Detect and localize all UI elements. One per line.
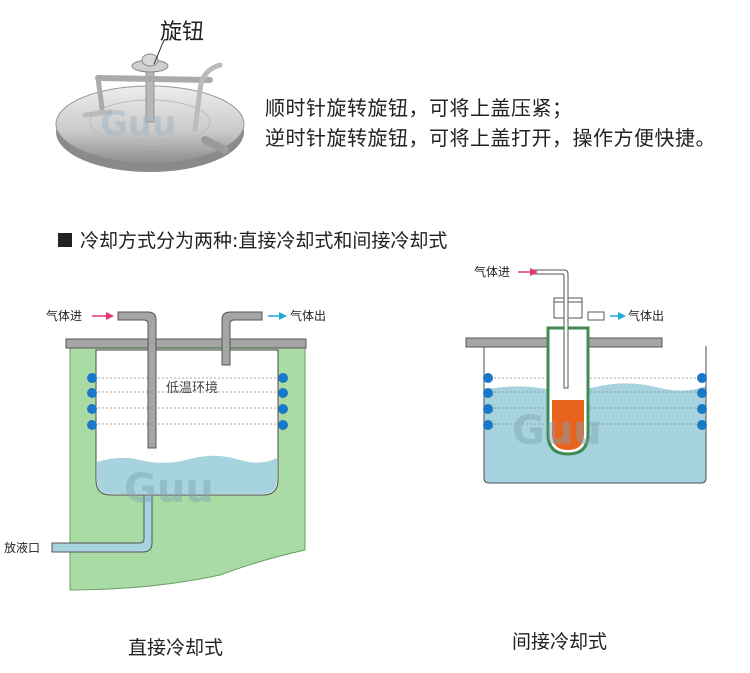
coil-icon — [697, 373, 707, 383]
coil-icon — [87, 404, 97, 414]
coil-icon — [483, 373, 493, 383]
coil-icon — [278, 404, 288, 414]
cold-liquid — [97, 455, 277, 494]
lid-watermark: Guu — [100, 104, 176, 144]
coil-icon — [697, 420, 707, 430]
gas-in-arrow-icon — [518, 268, 538, 276]
gas-inlet-pipe — [117, 311, 157, 449]
coil-icon — [278, 373, 288, 383]
lid-illustration: Guu — [55, 53, 245, 172]
gas-in-arrow-icon — [92, 312, 114, 320]
coil-icon — [278, 420, 288, 430]
gas-out-arrow-icon — [610, 312, 626, 320]
coil-icon — [87, 388, 97, 398]
direct-cooling-diagram: 气体进 气体出 低温环境 放液口 Guu — [4, 308, 326, 591]
gas-out-arrow-icon — [268, 312, 287, 320]
section-title-text: 冷却方式分为两种:直接冷却式和间接冷却式 — [80, 230, 448, 252]
coil-icon — [483, 388, 493, 398]
drain-label: 放液口 — [4, 540, 40, 555]
top-plate — [65, 338, 307, 349]
drain-pipe — [51, 494, 153, 553]
env-label: 低温环境 — [166, 381, 218, 396]
gas-out-label: 气体出 — [290, 308, 326, 323]
right-watermark: Guu — [512, 408, 602, 454]
coil-icon — [483, 420, 493, 430]
coil-icon — [697, 388, 707, 398]
left-watermark: Guu — [124, 466, 214, 512]
coil-icon — [697, 404, 707, 414]
gas-in-label: 气体进 — [474, 264, 510, 279]
coil-icon — [87, 373, 97, 383]
inner-gas-pipe — [531, 269, 569, 389]
indirect-cooling-diagram: 气体进 气体出 Guu — [465, 264, 707, 484]
description-line-2: 逆时针旋转旋钮，可将上盖打开，操作方便快捷。 — [265, 126, 716, 150]
gas-in-label: 气体进 — [46, 308, 82, 323]
knob-pointer-line — [153, 39, 165, 65]
bullet-square-icon — [58, 232, 72, 247]
indirect-cooling-caption: 间接冷却式 — [512, 631, 608, 653]
knob-label: 旋钮 — [160, 20, 205, 45]
section-title: 冷却方式分为两种:直接冷却式和间接冷却式 — [58, 226, 447, 253]
description-line-1: 顺时针旋转旋钮，可将上盖压紧； — [265, 96, 573, 120]
direct-cooling-caption: 直接冷却式 — [128, 637, 224, 659]
coil-icon — [278, 388, 288, 398]
gas-outlet-pipe — [221, 311, 263, 366]
sample-liquid — [552, 400, 584, 450]
gas-out-label: 气体出 — [628, 308, 664, 323]
gas-outlet-stub — [587, 311, 605, 321]
coil-icon — [87, 420, 97, 430]
coil-icon — [483, 404, 493, 414]
